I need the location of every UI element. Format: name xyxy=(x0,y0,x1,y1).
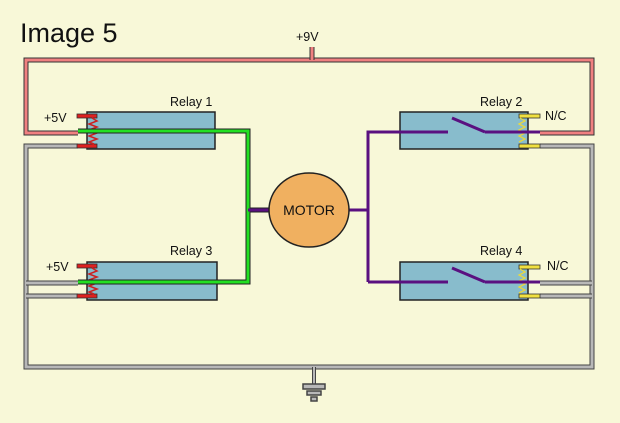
relay-2: Relay 2 N/C xyxy=(399,95,567,150)
relay-3-coil-label: +5V xyxy=(46,260,69,274)
contact-terminal xyxy=(518,113,541,119)
contact-terminal xyxy=(518,264,541,270)
coil-terminal xyxy=(76,143,98,149)
relay-4-contact-label: N/C xyxy=(547,259,569,273)
supply-label: +9V xyxy=(296,30,319,44)
coil-terminal xyxy=(76,293,98,299)
motor: MOTOR xyxy=(268,172,350,248)
relay-2-contact-label: N/C xyxy=(545,109,567,123)
relay-1-label: Relay 1 xyxy=(170,95,212,109)
relay-4: Relay 4 N/C xyxy=(399,244,569,301)
switch-arm-icon xyxy=(451,266,486,284)
relay-3-label: Relay 3 xyxy=(170,244,212,258)
relay-4-label: Relay 4 xyxy=(480,244,522,258)
relay-1-coil-label: +5V xyxy=(44,111,67,125)
positive-9v-wire xyxy=(23,47,595,136)
coil-icon xyxy=(517,117,527,143)
relay-2-label: Relay 2 xyxy=(480,95,522,109)
green-wire xyxy=(78,128,270,285)
coil-terminal xyxy=(76,263,98,269)
switch-arm-icon xyxy=(451,116,486,134)
ground-wire xyxy=(23,143,595,370)
contact-terminal xyxy=(518,143,541,149)
purple-wire xyxy=(349,130,540,284)
contact-terminal xyxy=(518,293,541,299)
coil-terminal xyxy=(76,113,98,119)
ground-icon xyxy=(302,367,326,402)
motor-label: MOTOR xyxy=(283,202,335,218)
relay-1: Relay 1 +5V xyxy=(44,95,216,150)
relay-3: Relay 3 +5V xyxy=(46,244,218,301)
diagram-title: Image 5 xyxy=(20,18,118,48)
